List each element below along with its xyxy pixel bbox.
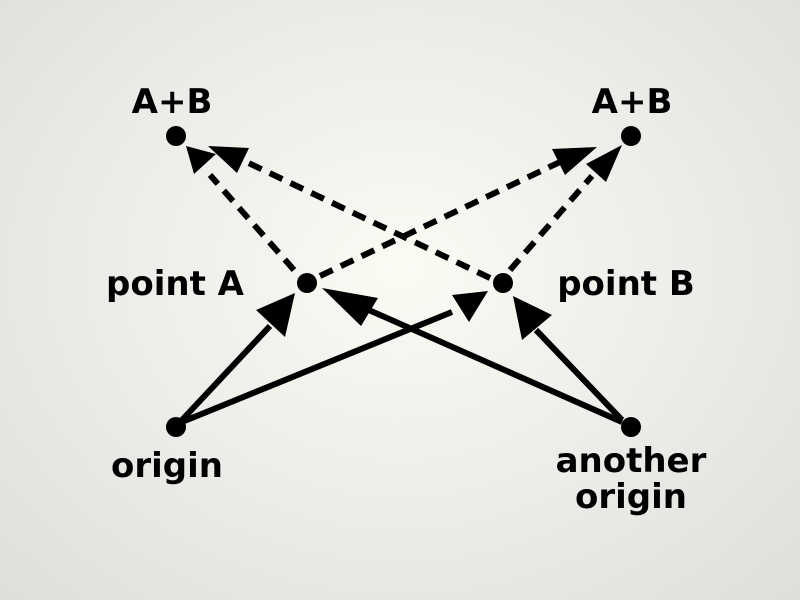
arrowhead-ab-right-from-b: [586, 145, 622, 182]
dashed-arrows: [207, 155, 595, 281]
node-point-b: [493, 273, 513, 293]
label-another-origin-line2: origin: [575, 477, 687, 517]
node-ab-left: [166, 126, 186, 146]
label-ab-left: A+B: [132, 82, 213, 122]
dashed-arrow-a-to-ab-right: [318, 159, 562, 279]
solid-arrowheads: [256, 288, 552, 340]
label-point-a: point A: [106, 264, 245, 304]
dashed-arrowheads: [186, 145, 622, 182]
solid-arrow-another-origin-to-a: [360, 304, 624, 425]
solid-arrow-origin-to-a: [179, 323, 273, 423]
node-another-origin: [621, 417, 641, 437]
label-origin: origin: [111, 446, 223, 486]
node-origin: [166, 417, 186, 437]
nodes: [166, 126, 641, 437]
arrowhead-ab-left-from-b: [208, 146, 249, 173]
arrowhead-b-from-another-origin: [513, 296, 552, 340]
arrowhead-b-from-origin: [452, 291, 488, 322]
solid-arrow-origin-to-b: [180, 309, 454, 425]
dashed-arrow-a-to-ab-left: [207, 173, 297, 272]
dashed-arrow-b-to-ab-left: [236, 155, 492, 281]
solid-arrow-another-origin-to-b: [533, 327, 625, 423]
label-another-origin-line1: another: [556, 441, 707, 481]
node-point-a: [297, 273, 317, 293]
arrowhead-ab-left-from-a: [186, 146, 216, 174]
label-point-b: point B: [557, 264, 695, 304]
arrowhead-a-from-another-origin: [322, 288, 378, 326]
solid-arrows: [179, 304, 625, 425]
label-ab-right: A+B: [592, 82, 673, 122]
arrowhead-ab-right-from-a: [552, 147, 597, 175]
node-ab-right: [621, 126, 641, 146]
dashed-arrow-b-to-ab-right: [507, 174, 595, 272]
arrowhead-a-from-origin: [256, 293, 295, 337]
